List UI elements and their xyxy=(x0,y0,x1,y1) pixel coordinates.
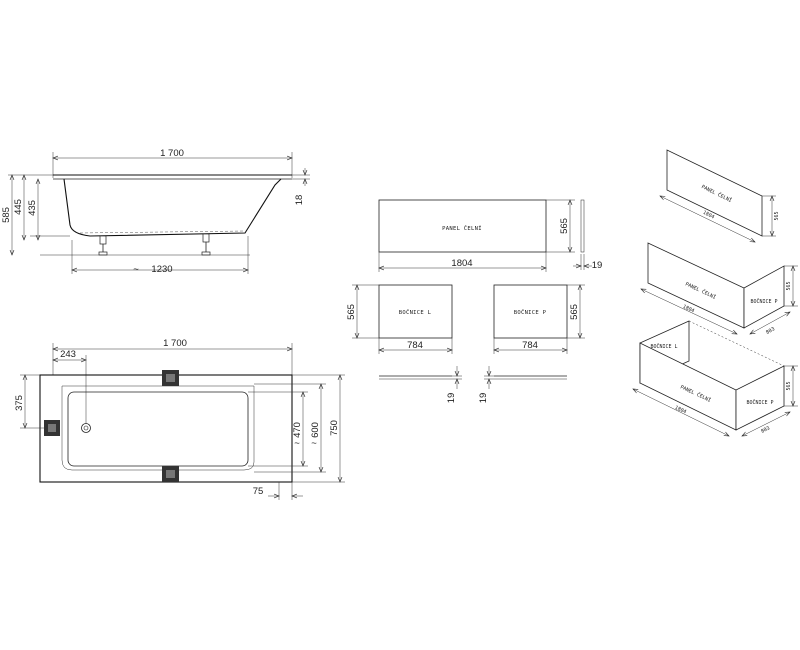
panel-side-right-label: BOČNICE P xyxy=(514,309,547,316)
top-drain-side: 375 xyxy=(14,395,25,411)
side-approx-symbol: ~ xyxy=(133,264,139,275)
iso-c-left-label: BOČNICE L xyxy=(650,343,677,350)
iso-full-panel-set: BOČNICE L PANEL ČELNÍ BOČNICE P 1804 803… xyxy=(633,320,798,436)
tub-inner-basin xyxy=(67,391,249,467)
panel-side-right-length: 784 xyxy=(522,340,538,351)
iso-front-panel: PANEL ČELNÍ 1804 565 xyxy=(660,149,780,242)
side-height-inner: 435 xyxy=(27,200,38,216)
bracket-bottom xyxy=(162,466,179,482)
top-mid-width: 600 xyxy=(310,422,321,438)
panel-side-left-length: 784 xyxy=(407,340,423,351)
panel-side-right-thickness: 19 xyxy=(478,393,489,404)
iso-b-side-length: 803 xyxy=(765,326,776,336)
iso-c-right-label: BOČNICE P xyxy=(746,399,773,406)
panel-side-left-flat: BOČNICE L 565 784 19 xyxy=(346,285,462,403)
panel-front-label: PANEL ČELNÍ xyxy=(442,224,482,232)
tub-leg-left xyxy=(98,235,108,256)
iso-c-height: 565 xyxy=(786,381,792,390)
panel-front-length: 1804 xyxy=(451,258,472,269)
iso-front-side-panel: PANEL ČELNÍ BOČNICE P 1804 803 565 xyxy=(641,242,798,336)
top-inner-width: 470 xyxy=(292,422,303,438)
iso-a-length: 1804 xyxy=(702,210,715,221)
bracket-top xyxy=(162,370,179,386)
tub-leg-right xyxy=(201,233,211,256)
panel-side-left-label: BOČNICE L xyxy=(399,309,432,316)
panel-front-flat: PANEL ČELNÍ 1804 565 19 xyxy=(379,200,602,272)
side-length-label: 1 700 xyxy=(160,148,184,159)
bracket-left xyxy=(44,420,60,436)
side-view: 1 700 585 445 435 xyxy=(1,148,310,275)
top-approx-470: ~ xyxy=(294,438,300,449)
top-approx-600: ~ xyxy=(311,438,317,449)
panel-side-right-flat: BOČNICE P 565 784 19 xyxy=(478,285,585,403)
panel-side-right-height: 565 xyxy=(569,304,580,320)
iso-b-side-label: BOČNICE P xyxy=(750,298,777,305)
top-length-label: 1 700 xyxy=(163,338,187,349)
panel-front-thickness: 19 xyxy=(592,260,603,271)
top-drain-offset: 243 xyxy=(60,349,76,360)
iso-a-height: 565 xyxy=(774,211,780,220)
side-rim-thickness: 18 xyxy=(294,195,305,206)
side-height-total: 585 xyxy=(1,207,12,223)
tub-body-profile xyxy=(63,178,282,237)
iso-b-height: 565 xyxy=(786,281,792,290)
side-height-rim: 445 xyxy=(13,199,24,215)
top-width: 750 xyxy=(329,420,340,436)
iso-b-length: 1804 xyxy=(682,304,695,315)
panel-side-left-thickness: 19 xyxy=(446,393,457,404)
panel-front-height: 565 xyxy=(559,218,570,234)
drain-icon xyxy=(81,423,91,433)
side-bottom-length: 1230 xyxy=(151,264,172,275)
panel-side-left-height: 565 xyxy=(346,304,357,320)
top-view: 1 700 243 375 xyxy=(14,338,345,500)
top-rim: 75 xyxy=(253,486,264,497)
iso-c-length: 1804 xyxy=(674,405,687,416)
iso-c-side-length: 803 xyxy=(760,425,771,434)
